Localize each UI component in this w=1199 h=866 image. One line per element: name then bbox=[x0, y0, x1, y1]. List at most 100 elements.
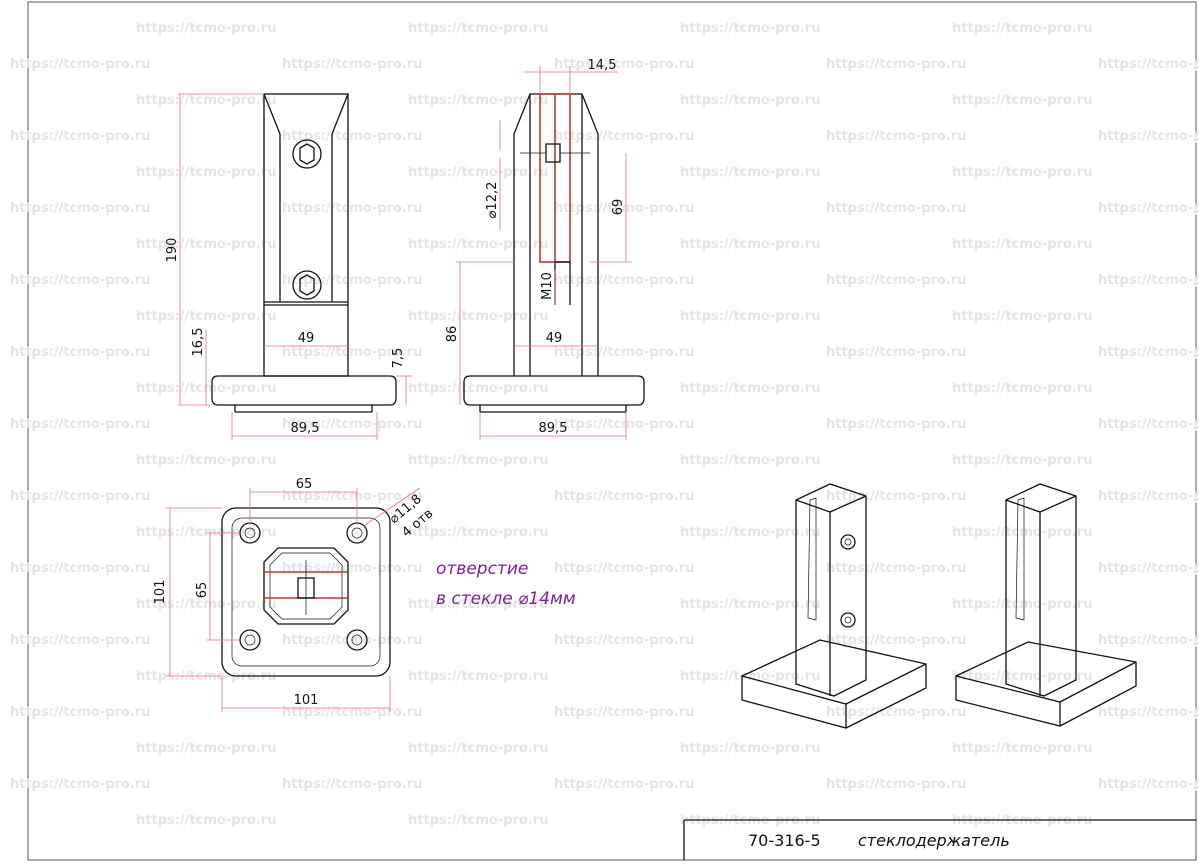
watermark-text: https://tcmo-pro.ru bbox=[1098, 633, 1199, 648]
watermark-text: https://tcmo-pro.ru bbox=[10, 57, 150, 72]
watermark-text: https://tcmo-pro.ru bbox=[1098, 561, 1199, 576]
watermark-text: https://tcmo-pro.ru bbox=[554, 705, 694, 720]
watermark-text: https://tcmo-pro.ru bbox=[136, 21, 276, 36]
watermark-text: https://tcmo-pro.ru bbox=[554, 201, 694, 216]
front-height-label: 190 bbox=[165, 238, 180, 263]
side-base-width-label: 89,5 bbox=[539, 421, 568, 436]
watermark-text: https://tcmo-pro.ru bbox=[408, 21, 548, 36]
watermark-text: https://tcmo-pro.ru bbox=[282, 201, 422, 216]
watermark-text: https://tcmo-pro.ru bbox=[282, 417, 422, 432]
watermark-layer: https://tcmo-pro.ru https://tcmo-pro.ru ht… bbox=[10, 21, 1199, 828]
watermark-text: https://tcmo-pro.ru bbox=[826, 561, 966, 576]
watermark-text: https://tcmo-pro.ru bbox=[10, 777, 150, 792]
watermark-text: https://tcmo-pro.ru bbox=[554, 777, 694, 792]
front-base-width-label: 89,5 bbox=[291, 421, 320, 436]
watermark-text: https://tcmo-pro.ru bbox=[826, 273, 966, 288]
watermark-text: https://tcmo-pro.ru bbox=[10, 489, 150, 504]
side-stem-height-label: 86 bbox=[445, 326, 460, 343]
watermark-text: https://tcmo-pro.ru bbox=[282, 129, 422, 144]
watermark-text: https://tcmo-pro.ru bbox=[826, 57, 966, 72]
watermark-text: https://tcmo-pro.ru bbox=[554, 561, 694, 576]
watermark-text: https://tcmo-pro.ru bbox=[408, 309, 548, 324]
watermark-text: https://tcmo-pro.ru bbox=[952, 165, 1092, 180]
watermark-text: https://tcmo-pro.ru bbox=[952, 669, 1092, 684]
sheet-frame bbox=[27, 1, 1197, 861]
watermark-text: https://tcmo-pro.ru bbox=[408, 813, 548, 828]
watermark-text: https://tcmo-pro.ru bbox=[10, 417, 150, 432]
glass-hole-note-line1: отверстие bbox=[436, 559, 528, 579]
watermark-text: https://tcmo-pro.ru bbox=[826, 201, 966, 216]
watermark-text: https://tcmo-pro.ru bbox=[952, 525, 1092, 540]
watermark-text: https://tcmo-pro.ru bbox=[408, 93, 548, 108]
watermark-text: https://tcmo-pro.ru bbox=[680, 741, 820, 756]
watermark-text: https://tcmo-pro.ru bbox=[10, 345, 150, 360]
watermark-text: https://tcmo-pro.ru bbox=[554, 489, 694, 504]
watermark-text: https://tcmo-pro.ru bbox=[10, 201, 150, 216]
watermark-text: https://tcmo-pro.ru bbox=[408, 597, 548, 612]
front-base-thickness-label: 16,5 bbox=[191, 328, 206, 357]
watermark-text: https://tcmo-pro.ru bbox=[1098, 489, 1199, 504]
watermark-text: https://tcmo-pro.ru bbox=[1098, 345, 1199, 360]
watermark-text: https://tcmo-pro.ru bbox=[826, 489, 966, 504]
watermark-text: https://tcmo-pro.ru bbox=[136, 525, 276, 540]
watermark-text: https://tcmo-pro.ru bbox=[1098, 129, 1199, 144]
watermark-text: https://tcmo-pro.ru bbox=[136, 741, 276, 756]
watermark-text: https://tcmo-pro.ru bbox=[952, 597, 1092, 612]
isometric-view-left bbox=[741, 483, 927, 729]
glass-hole-note-line2: в стекле ⌀14мм bbox=[436, 589, 576, 609]
watermark-text: https://tcmo-pro.ru bbox=[680, 525, 820, 540]
watermark-text: https://tcmo-pro.ru bbox=[826, 345, 966, 360]
watermark-text: https://tcmo-pro.ru bbox=[680, 381, 820, 396]
watermark-text: https://tcmo-pro.ru bbox=[136, 237, 276, 252]
watermark-text: https://tcmo-pro.ru bbox=[952, 309, 1092, 324]
watermark-text: https://tcmo-pro.ru bbox=[282, 777, 422, 792]
watermark-text: https://tcmo-pro.ru bbox=[826, 129, 966, 144]
watermark-text: https://tcmo-pro.ru bbox=[10, 129, 150, 144]
side-gap-label: 14,5 bbox=[588, 58, 617, 73]
watermark-text: https://tcmo-pro.ru bbox=[952, 21, 1092, 36]
watermark-text: https://tcmo-pro.ru bbox=[282, 57, 422, 72]
watermark-text: https://tcmo-pro.ru bbox=[282, 273, 422, 288]
watermark-text: https://tcmo-pro.ru bbox=[554, 633, 694, 648]
watermark-text: https://tcmo-pro.ru bbox=[136, 165, 276, 180]
watermark-text: https://tcmo-pro.ru bbox=[680, 165, 820, 180]
side-slot-depth-label: 69 bbox=[611, 199, 626, 216]
watermark-text: https://tcmo-pro.ru bbox=[408, 165, 548, 180]
watermark-text: https://tcmo-pro.ru bbox=[952, 93, 1092, 108]
watermark-text: https://tcmo-pro.ru bbox=[826, 633, 966, 648]
watermark-text: https://tcmo-pro.ru bbox=[1098, 705, 1199, 720]
watermark-text: https://tcmo-pro.ru bbox=[282, 345, 422, 360]
watermark-text: https://tcmo-pro.ru bbox=[408, 453, 548, 468]
watermark-text: https://tcmo-pro.ru bbox=[680, 237, 820, 252]
watermark-text: https://tcmo-pro.ru bbox=[1098, 417, 1199, 432]
watermark-text: https://tcmo-pro.ru bbox=[1098, 777, 1199, 792]
front-width-label: 49 bbox=[298, 331, 315, 346]
watermark-text: https://tcmo-pro.ru bbox=[282, 489, 422, 504]
watermark-text: https://tcmo-pro.ru bbox=[554, 129, 694, 144]
front-plate-thickness-label: 7,5 bbox=[391, 348, 406, 369]
watermark-text: https://tcmo-pro.ru bbox=[952, 237, 1092, 252]
watermark-text: https://tcmo-pro.ru bbox=[10, 705, 150, 720]
title-code: 70-316-5 bbox=[748, 831, 821, 850]
watermark-text: https://tcmo-pro.ru bbox=[952, 381, 1092, 396]
plan-size-y-label: 101 bbox=[153, 580, 168, 605]
plan-hole-spacing-x-label: 65 bbox=[296, 477, 313, 492]
watermark-text: https://tcmo-pro.ru bbox=[952, 741, 1092, 756]
watermark-text: https://tcmo-pro.ru bbox=[680, 669, 820, 684]
watermark-text: https://tcmo-pro.ru bbox=[680, 93, 820, 108]
side-width-label: 49 bbox=[546, 331, 563, 346]
watermark-text: https://tcmo-pro.ru bbox=[1098, 201, 1199, 216]
watermark-text: https://tcmo-pro.ru bbox=[408, 525, 548, 540]
watermark-text: https://tcmo-pro.ru bbox=[554, 273, 694, 288]
title-block: 70-316-5 стеклодержатель bbox=[683, 819, 1196, 860]
watermark-text: https://tcmo-pro.ru bbox=[408, 669, 548, 684]
watermark-text: https://tcmo-pro.ru bbox=[554, 417, 694, 432]
watermark-text: https://tcmo-pro.ru bbox=[136, 309, 276, 324]
watermark-text: https://tcmo-pro.ru bbox=[10, 273, 150, 288]
watermark-text: https://tcmo-pro.ru bbox=[1098, 273, 1199, 288]
isometric-view-right bbox=[955, 483, 1137, 727]
side-thread-label: M10 bbox=[540, 272, 555, 300]
watermark-text: https://tcmo-pro.ru bbox=[408, 237, 548, 252]
watermark-text: https://tcmo-pro.ru bbox=[826, 417, 966, 432]
